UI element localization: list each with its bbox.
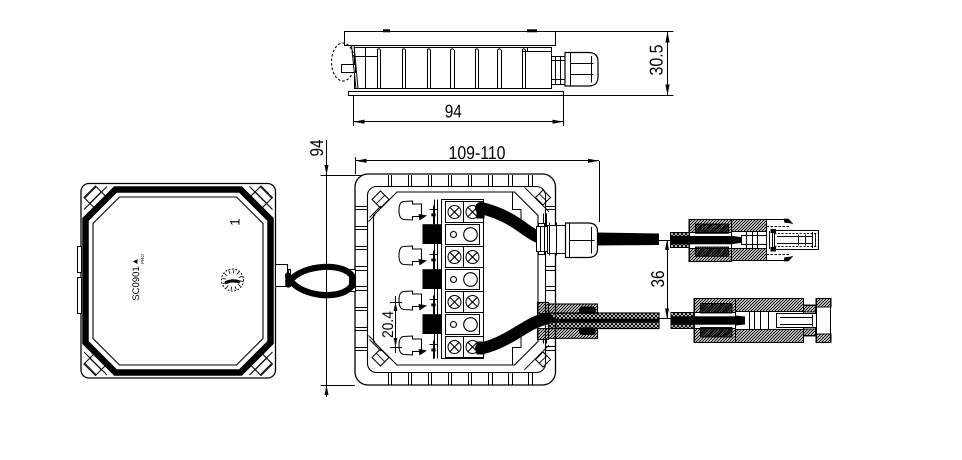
svg-text:36: 36 [647,271,668,288]
svg-text:▲: ▲ [131,258,140,266]
svg-text:1: 1 [228,218,243,226]
svg-text:109-110: 109-110 [449,142,506,163]
svg-text:94: 94 [445,101,462,122]
svg-text:PRO: PRO [140,254,145,264]
svg-text:30.5: 30.5 [646,45,667,76]
svg-text:SC0901: SC0901 [131,266,142,300]
svg-text:20.4: 20.4 [380,311,397,338]
svg-text:94: 94 [306,140,327,157]
